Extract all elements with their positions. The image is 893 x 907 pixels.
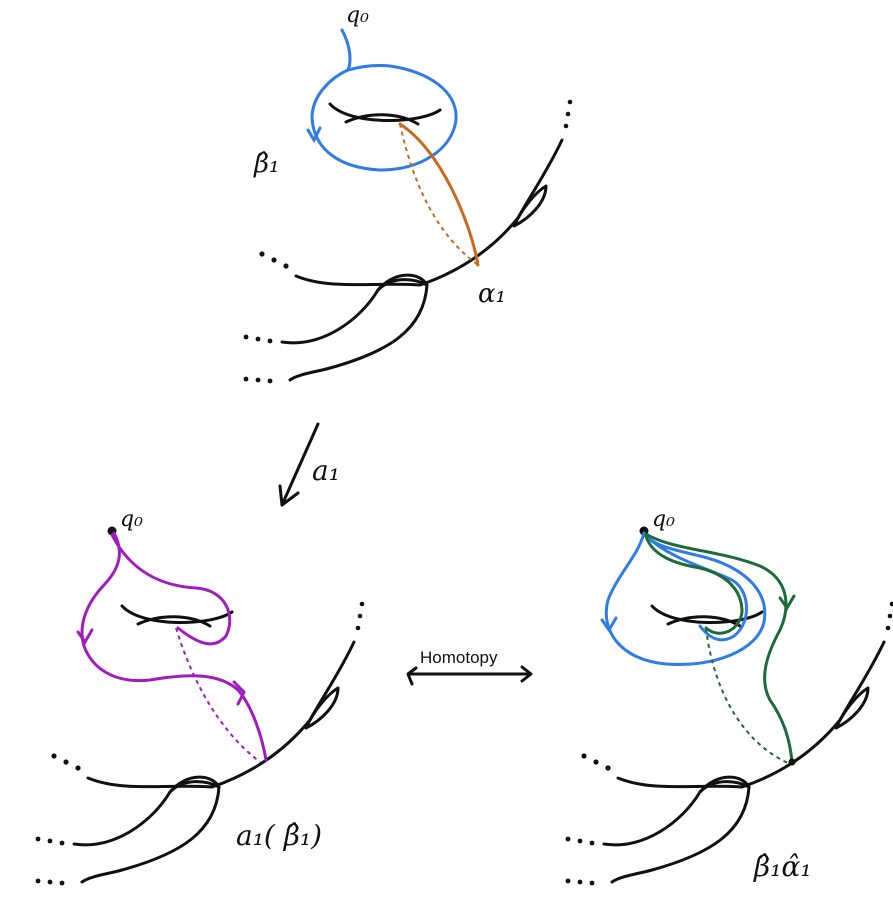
top-basepoint-label: q₀	[346, 3, 369, 28]
product-alpha-curve	[644, 534, 744, 635]
beta-arrow-icon	[306, 126, 322, 144]
bottom-left-panel: q₀ a₁( β̂₁)	[34, 507, 366, 887]
a1-arrow: a₁	[278, 422, 340, 507]
endpoint-dot	[788, 758, 796, 766]
product-alpha-arrow-icon	[778, 594, 796, 611]
surface-outline	[564, 600, 893, 887]
alpha-curve-front	[398, 122, 480, 267]
twist-arrow-icon	[76, 628, 94, 645]
br-basepoint-label: q₀	[652, 507, 675, 532]
beta-label: β̂₁	[253, 149, 279, 179]
arrow-label: a₁	[312, 454, 340, 487]
bottom-right-panel: q₀ β̂₁α̂₁	[564, 507, 893, 887]
alpha-label: α₁	[478, 279, 506, 309]
product-label: β̂₁α̂₁	[753, 850, 812, 883]
product-beta-loop	[604, 531, 767, 667]
twisted-loop-hook	[110, 533, 232, 646]
top-panel: q₀ β̂₁ α₁	[242, 3, 574, 385]
bl-basepoint-label: q₀	[120, 507, 143, 532]
surface-outline	[242, 98, 574, 385]
product-alpha-back	[705, 627, 791, 765]
product-beta-inner	[644, 534, 748, 642]
homotopy-arrow: Homotopy	[406, 648, 533, 686]
product-alpha-outer	[644, 532, 794, 764]
alpha-curve-back	[399, 123, 479, 266]
beta-loop	[310, 28, 458, 172]
homotopy-label: Homotopy	[420, 648, 498, 667]
twist-label: a₁( β̂₁)	[236, 819, 322, 852]
twisted-loop-back	[175, 627, 261, 763]
product-beta-arrow-icon	[600, 616, 618, 633]
twisted-loop	[80, 531, 268, 762]
down-arrow-icon	[280, 422, 320, 507]
twist-arrow2-icon	[232, 680, 246, 706]
